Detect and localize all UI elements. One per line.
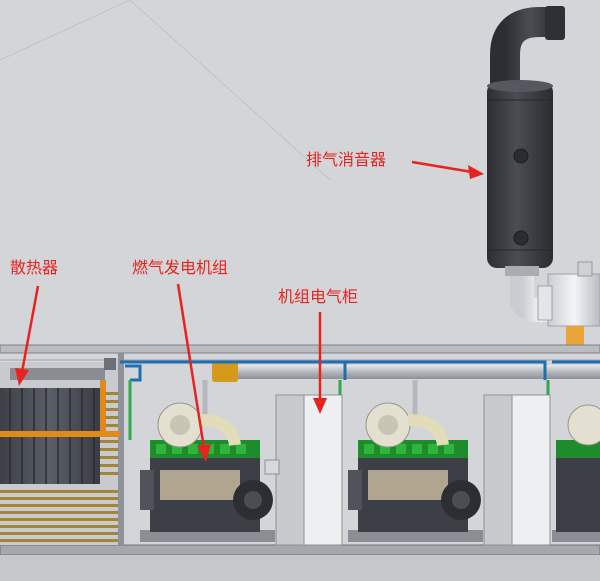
genset-label: 燃气发电机组 bbox=[132, 258, 229, 277]
cabinet-label: 机组电气柜 bbox=[278, 287, 359, 306]
background-guides bbox=[0, 0, 331, 181]
electrical-cabinet-2 bbox=[483, 394, 551, 546]
genset-1 bbox=[140, 402, 275, 542]
radiator-label: 散热器 bbox=[10, 258, 59, 277]
genset-3 bbox=[552, 404, 600, 542]
muffler-label: 排气消音器 bbox=[306, 150, 387, 169]
annotation-arrows bbox=[15, 160, 484, 462]
exhaust-muffler bbox=[487, 6, 600, 348]
genset-2 bbox=[348, 402, 483, 542]
radiator bbox=[0, 358, 120, 545]
electrical-cabinet-1 bbox=[264, 394, 343, 546]
